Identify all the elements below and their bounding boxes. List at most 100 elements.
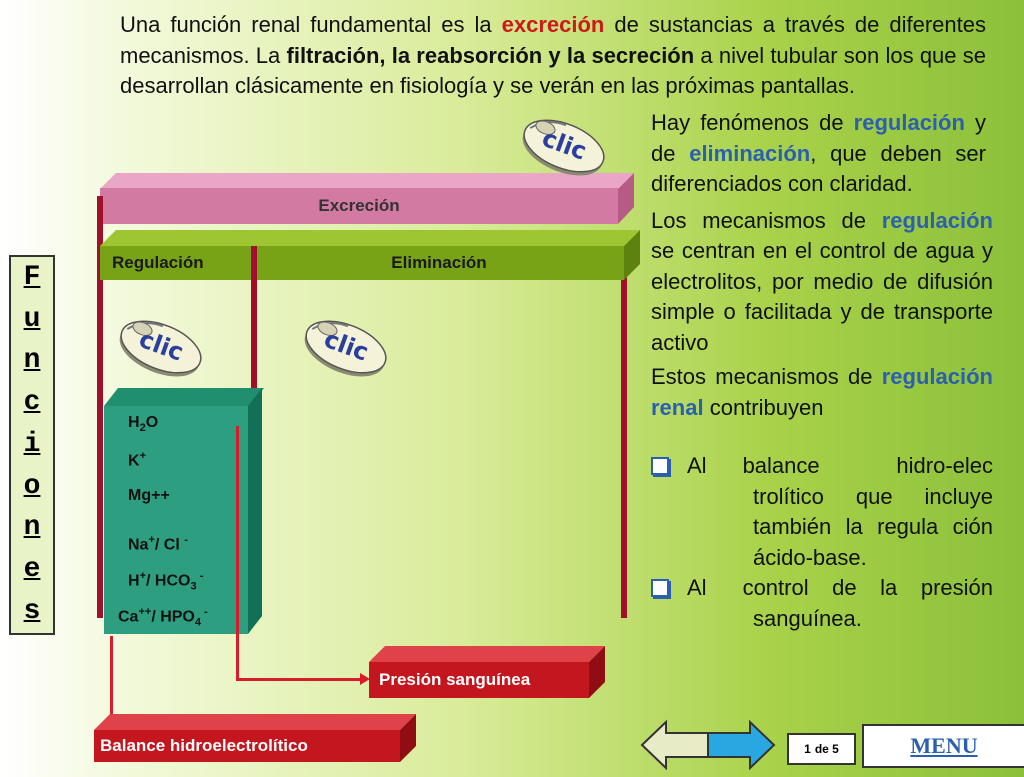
clic-mouse-button[interactable]: clic xyxy=(115,313,207,377)
list-item: Al control de la presión sanguínea. xyxy=(651,573,993,634)
excrecion-bar: Excreción xyxy=(100,188,618,224)
ion-sub: 2 xyxy=(139,422,146,435)
green-bar-top xyxy=(100,230,640,246)
hay-regulacion: regulación xyxy=(853,110,965,135)
bullet-lead: Al xyxy=(687,453,707,478)
eliminacion-bar: Eliminación xyxy=(254,246,624,280)
frame-line-left xyxy=(97,196,103,618)
ion-box-top xyxy=(104,388,264,406)
nav-arrows xyxy=(640,718,776,772)
bullet-text: control de la presión sanguínea. xyxy=(742,575,993,631)
ion-sub: 4 xyxy=(194,616,201,629)
page-indicator: 1 de 5 xyxy=(787,733,856,765)
ion-sup: - xyxy=(201,606,208,618)
ion-sup: - xyxy=(196,570,204,582)
funciones-letter: i xyxy=(23,428,41,460)
los-text-1: Los mecanismos de xyxy=(651,207,882,233)
connector-line xyxy=(236,426,239,680)
mouse-icon xyxy=(119,320,202,377)
ion-sub: 3 xyxy=(190,580,197,593)
menu-button[interactable]: MENU xyxy=(862,724,1024,768)
regulacion-bar: Regulación xyxy=(100,246,254,280)
ion-text: / Cl xyxy=(154,536,185,554)
connector-line xyxy=(236,678,364,681)
ion-sup: ++ xyxy=(138,606,152,618)
mouse-icon xyxy=(522,119,605,176)
balance-bar-top xyxy=(94,714,416,730)
page-current: 1 xyxy=(804,742,811,756)
funciones-letter: s xyxy=(23,596,41,627)
paragraph-los: Los mecanismos de regulación se centran … xyxy=(651,206,993,359)
ion-k: K+ xyxy=(128,450,146,470)
ion-ca-hpo4: Ca++/ HPO4 - xyxy=(118,606,208,629)
hay-eliminacion: eliminación xyxy=(689,140,811,166)
balance-label: Balance hidroelectrolítico xyxy=(100,736,308,755)
right-column: Hay fenómenos de regulación y de elimina… xyxy=(651,108,993,634)
frame-line-right xyxy=(621,246,627,618)
ion-sup: + xyxy=(139,450,146,462)
page-total: de 5 xyxy=(814,742,839,756)
paragraph-hay: Hay fenómenos de regulación y de elimina… xyxy=(651,108,986,200)
intro-paragraph: Una función renal fundamental es la excr… xyxy=(120,10,986,102)
balance-hidroelectrolitico-bar: Balance hidroelectrolítico xyxy=(94,730,400,762)
ion-text: Na xyxy=(128,536,149,554)
los-text-2: se centran en el control de agua y elect… xyxy=(651,238,993,355)
presion-bar-top xyxy=(369,646,605,662)
ion-text: / HPO xyxy=(151,608,195,626)
estos-regulacion-renal: regulación renal xyxy=(651,364,993,420)
ion-box xyxy=(104,406,248,634)
intro-text-2: de sustancias a través de diferentes mec… xyxy=(120,12,986,68)
los-regulacion: regulación xyxy=(881,207,993,233)
ion-sup: + xyxy=(148,534,155,546)
funciones-letter: c xyxy=(23,387,41,419)
ion-na-cl: Na+/ Cl - xyxy=(128,534,188,554)
hay-text-1: Hay fenómenos de xyxy=(651,110,854,135)
ion-sup: - xyxy=(184,534,188,546)
eliminacion-label: Eliminación xyxy=(391,253,487,272)
intro-mechanisms: filtración, la reabsorción y la secreció… xyxy=(286,42,695,68)
list-item: Al balance hidro-elec trolítico que inclu… xyxy=(651,451,993,573)
presion-sanguinea-bar: Presión sanguínea xyxy=(369,662,589,698)
checkbox-bullet-icon xyxy=(651,579,669,597)
connector-line xyxy=(110,636,113,734)
funciones-letter: n xyxy=(23,512,41,544)
presion-bar-side xyxy=(589,646,605,698)
menu-label: MENU xyxy=(910,733,978,758)
ion-text: / HCO xyxy=(146,572,191,590)
excrecion-bar-side xyxy=(618,173,634,224)
excrecion-bar-top xyxy=(100,173,634,189)
mouse-icon xyxy=(304,320,387,377)
regulacion-label: Regulación xyxy=(112,253,204,272)
funciones-letter: F xyxy=(23,261,41,293)
green-bar-side xyxy=(624,230,640,280)
balance-bar-side xyxy=(400,714,416,762)
presion-label: Presión sanguínea xyxy=(379,670,531,689)
ion-h2o: H2O xyxy=(128,414,158,434)
intro-excrecion: excreción xyxy=(501,12,605,37)
intro-text-1: Una función renal fundamental es la xyxy=(120,12,502,37)
hay-text-2: y de xyxy=(651,110,986,166)
nav-arrows-icon xyxy=(640,719,776,771)
funciones-letter: u xyxy=(23,303,41,335)
ion-text: H xyxy=(128,414,140,431)
estos-text-2: contribuyen xyxy=(703,394,824,420)
funciones-vertical-title: F u n c i o n e s xyxy=(9,255,55,635)
bullet-list: Al balance hidro-elec trolítico que inclu… xyxy=(651,451,993,634)
bullet-lead: Al xyxy=(687,575,707,600)
paragraph-estos: Estos mecanismos de regulación renal con… xyxy=(651,362,993,423)
arrow-head-icon xyxy=(360,673,370,685)
bullet-text: balance hidro-elec trolítico que incluye… xyxy=(742,453,993,570)
clic-mouse-button[interactable]: clic xyxy=(518,112,610,176)
checkbox-bullet-icon xyxy=(651,457,669,475)
prev-arrow-icon[interactable] xyxy=(640,719,709,771)
ion-text: K xyxy=(128,452,140,470)
funciones-letter: n xyxy=(23,345,41,377)
funciones-letter: e xyxy=(23,554,41,586)
intro-text-3: a nivel tubular son los que se desarroll… xyxy=(120,42,986,99)
ion-text: O xyxy=(145,414,159,431)
ion-text: Ca xyxy=(118,608,139,626)
next-arrow-icon[interactable] xyxy=(707,719,776,771)
ion-h-hco3: H+/ HCO3 - xyxy=(128,570,203,593)
clic-mouse-button[interactable]: clic xyxy=(300,313,392,377)
estos-text-1: Estos mecanismos de xyxy=(651,364,882,389)
